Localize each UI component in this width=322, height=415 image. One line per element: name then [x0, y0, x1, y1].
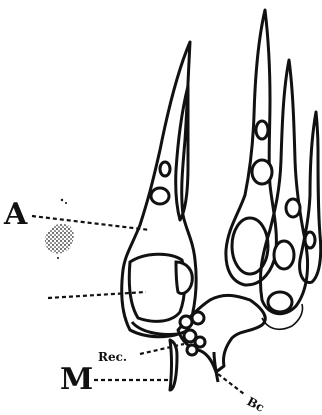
label-rec: Rec. [98, 350, 127, 364]
left-upper-cell [151, 188, 169, 204]
leader-a [32, 216, 150, 230]
stalk-bc [214, 352, 218, 382]
right-mid-cell [274, 241, 294, 269]
receptacle-cell-5 [187, 345, 197, 355]
label-a: A [3, 197, 28, 232]
smudge-blot [45, 224, 74, 253]
middle-upper-cell [252, 160, 272, 184]
receptacle-cell-2 [192, 312, 204, 324]
right-far-cell [305, 232, 315, 248]
label-bc: Bc [245, 394, 267, 415]
leader-bc [218, 374, 244, 394]
right-upper-cell [286, 199, 300, 217]
middle-hair [226, 10, 276, 285]
receptacle-cell-1 [180, 316, 192, 328]
right-far-hair-outline [300, 112, 321, 283]
left-basal-side-cell [176, 262, 192, 294]
ink-smudge [45, 199, 74, 259]
middle-top-cell [256, 121, 268, 139]
left-mid-cell [160, 162, 170, 176]
right-lower-cell [268, 292, 292, 312]
label-m: M [60, 362, 93, 397]
